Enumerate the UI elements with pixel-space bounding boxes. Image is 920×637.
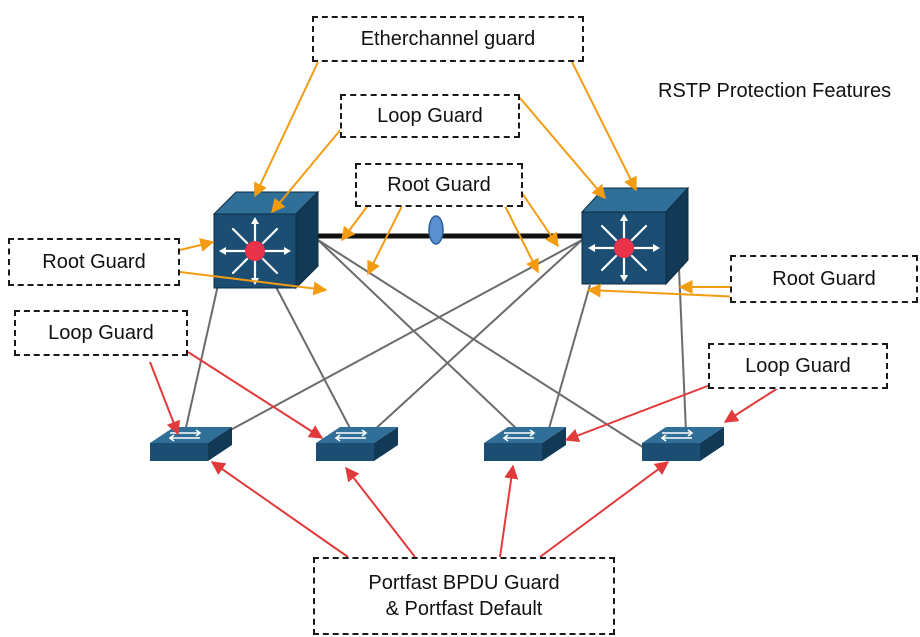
link-line <box>317 239 521 433</box>
portfast-line-2: & Portfast Default <box>385 598 543 620</box>
uplink-lines <box>184 239 687 456</box>
arrow <box>519 97 606 200</box>
workgroup-switch-icon <box>150 427 232 461</box>
portfast-line-1: Portfast BPDU Guard <box>368 572 560 594</box>
root-guard-left-label: Root Guard <box>8 238 180 286</box>
root-guard-right-label: Root Guard <box>730 255 918 303</box>
arrow <box>179 271 328 296</box>
arrow <box>187 351 324 439</box>
arrow <box>571 61 637 192</box>
arrow <box>586 283 743 298</box>
workgroup-switch-icon <box>484 427 566 461</box>
arrow <box>499 464 519 558</box>
arrow <box>345 466 416 558</box>
link-line <box>317 239 656 456</box>
diagram-title: RSTP Protection Features <box>658 80 892 102</box>
workgroup-switch-icon <box>642 427 724 461</box>
arrow <box>504 205 539 274</box>
link-line <box>274 284 353 433</box>
arrow <box>723 387 779 423</box>
link-line <box>371 239 583 433</box>
workgroup-switch-icon <box>316 427 398 461</box>
link-line <box>547 284 591 433</box>
etherchannel-bundle-icon <box>428 215 444 245</box>
loop-guard-left-label: Loop Guard <box>14 310 188 356</box>
arrow <box>519 189 559 248</box>
arrow <box>179 238 215 252</box>
root-guard-center-label: Root Guard <box>355 163 523 207</box>
arrow <box>210 461 349 558</box>
multilayer-switch-icon <box>212 190 320 290</box>
arrow <box>271 127 343 214</box>
arrow <box>367 205 403 276</box>
link-line <box>184 284 219 433</box>
arrow <box>149 361 180 436</box>
arrow <box>254 61 319 198</box>
access-guard-arrows <box>149 351 779 558</box>
link-line <box>677 244 687 433</box>
multilayer-switch-icon <box>580 186 690 286</box>
core-guard-arrows <box>179 61 743 298</box>
loop-guard-right-label: Loop Guard <box>708 343 888 389</box>
arrow <box>539 461 670 558</box>
loop-guard-top-label: Loop Guard <box>340 94 520 138</box>
etherchannel-guard-label: Etherchannel guard <box>312 16 584 62</box>
portfast-guard-label: Portfast BPDU Guard & Portfast Default <box>313 557 615 635</box>
arrow <box>564 381 719 443</box>
